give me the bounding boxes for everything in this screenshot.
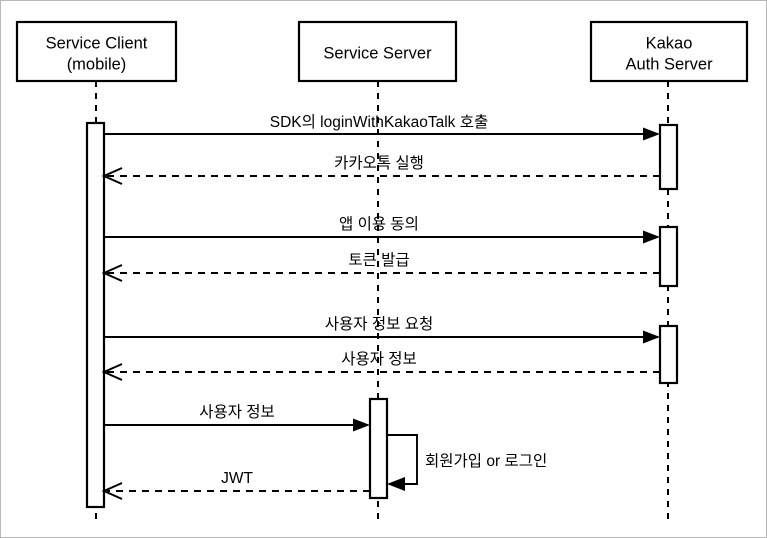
message-8-self-loop: 회원가입 or 로그인 bbox=[387, 434, 547, 491]
activation-server bbox=[368, 397, 389, 500]
message-7: 사용자 정보 bbox=[104, 403, 370, 432]
message-9: JWT bbox=[101, 470, 370, 500]
message-9-label: JWT bbox=[221, 470, 253, 487]
message-2-label: 카카오톡 실행 bbox=[334, 154, 424, 172]
message-8-label: 회원가입 or 로그인 bbox=[425, 452, 547, 470]
message-6-label: 사용자 정보 bbox=[341, 350, 417, 368]
participant-client-label-line1: Service Client bbox=[46, 34, 148, 52]
message-5-arrowhead bbox=[643, 330, 660, 344]
participant-kakao[interactable]: Kakao Auth Server bbox=[589, 20, 749, 83]
message-2-arrowhead bbox=[101, 167, 123, 185]
message-7-arrowhead bbox=[353, 418, 370, 432]
message-3-label: 앱 이용 동의 bbox=[339, 215, 419, 233]
message-5-label: 사용자 정보 요청 bbox=[325, 315, 433, 333]
message-3: 앱 이용 동의 bbox=[104, 215, 660, 244]
activation-client bbox=[85, 121, 106, 509]
participant-kakao-label-line1: Kakao bbox=[646, 34, 693, 52]
message-4-arrowhead bbox=[101, 264, 123, 282]
message-6: 사용자 정보 bbox=[101, 350, 660, 381]
message-9-arrowhead bbox=[101, 482, 123, 500]
message-7-label: 사용자 정보 bbox=[199, 403, 275, 421]
participant-kakao-label-line2: Auth Server bbox=[625, 55, 713, 73]
message-6-arrowhead bbox=[101, 363, 123, 381]
message-4: 토큰 발급 bbox=[101, 251, 660, 282]
activation-kakao-1 bbox=[658, 123, 679, 191]
message-2: 카카오톡 실행 bbox=[101, 154, 660, 185]
message-1: SDK의 loginWithKakaoTalk 호출 bbox=[104, 113, 660, 141]
participant-client-label-line2: (mobile) bbox=[67, 55, 127, 73]
message-4-label: 토큰 발급 bbox=[348, 251, 409, 269]
activation-kakao-2 bbox=[658, 225, 679, 288]
participant-client[interactable]: Service Client (mobile) bbox=[15, 20, 178, 83]
message-8-line bbox=[387, 434, 418, 485]
participant-server[interactable]: Service Server bbox=[297, 20, 458, 83]
message-1-arrowhead bbox=[643, 127, 660, 141]
message-8-arrowhead bbox=[387, 477, 405, 491]
message-5: 사용자 정보 요청 bbox=[104, 315, 660, 344]
activation-kakao-3 bbox=[658, 324, 679, 385]
participant-server-label-line1: Service Server bbox=[323, 44, 432, 62]
message-3-arrowhead bbox=[643, 230, 660, 244]
message-1-label: SDK의 loginWithKakaoTalk 호출 bbox=[270, 113, 489, 131]
